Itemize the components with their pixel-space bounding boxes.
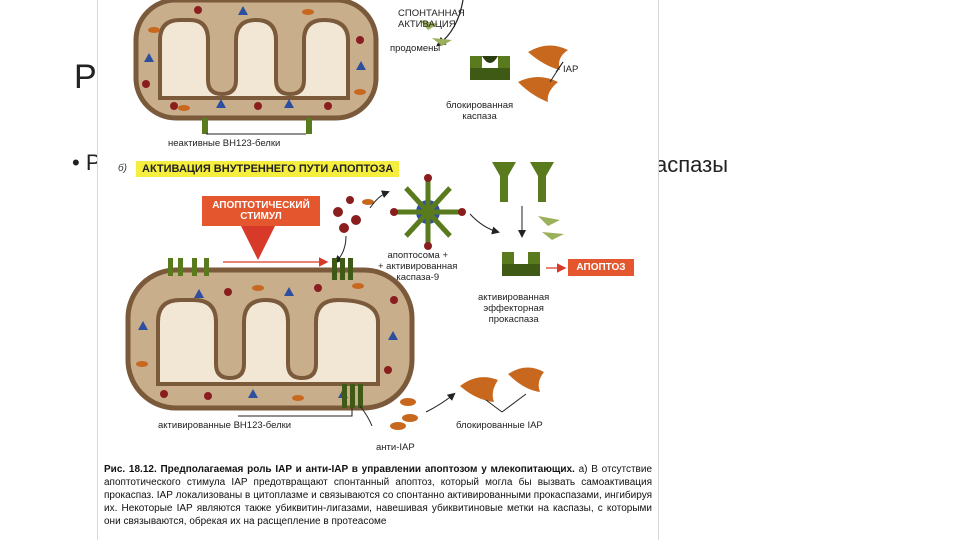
apoptosome: [390, 174, 466, 250]
label-inactive-bh123: неактивные ВН123-белки: [168, 138, 280, 149]
iap-shape: [528, 45, 568, 70]
label-prodomains: продомены: [390, 43, 440, 54]
slide-bullet-end: аспазы: [655, 152, 728, 178]
section-b-letter: б): [118, 163, 127, 174]
mitochondrion-top: [136, 0, 376, 134]
apoptotic-stimulus-box: АПОПТОТИЧЕСКИЙ СТИМУЛ: [202, 196, 320, 226]
section-b-title: АКТИВАЦИЯ ВНУТРЕННЕГО ПУТИ АПОПТОЗА: [136, 161, 399, 177]
label-blocked-iap: блокированные IAP: [456, 420, 543, 431]
apoptotic-stimulus-label: АПОПТОТИЧЕСКИЙ СТИМУЛ: [212, 200, 310, 222]
effector-procaspase: [492, 162, 554, 202]
blocked-iap-shape: [460, 377, 498, 402]
label-apoptosome: апоптосома + + активированная каспаза-9: [378, 250, 457, 283]
label-activated-bh123: активированные ВН123-белки: [158, 420, 291, 431]
slide-title: Р: [74, 58, 97, 97]
activated-caspase: [502, 252, 540, 276]
label-blocked-caspase: блокированная каспаза: [446, 100, 513, 122]
mitochondrion-bottom: [128, 258, 412, 408]
apoptosis-box: АПОПТОЗ: [568, 259, 634, 276]
label-spontaneous-activation: СПОНТАННАЯ АКТИВАЦИЯ: [398, 8, 465, 30]
label-iap: IAP: [563, 64, 578, 75]
caption-heading: Рис. 18.12. Предполагаемая роль IAP и ан…: [104, 464, 575, 475]
figure-panel: СПОНТАННАЯ АКТИВАЦИЯ продомены IAP блоки…: [97, 0, 659, 540]
label-activated-effector: активированная эффекторная прокаспаза: [478, 292, 549, 325]
figure-caption: Рис. 18.12. Предполагаемая роль IAP и ан…: [104, 463, 652, 528]
blocked-caspase-top: [470, 56, 510, 80]
label-anti-iap: анти-IAP: [376, 442, 415, 453]
